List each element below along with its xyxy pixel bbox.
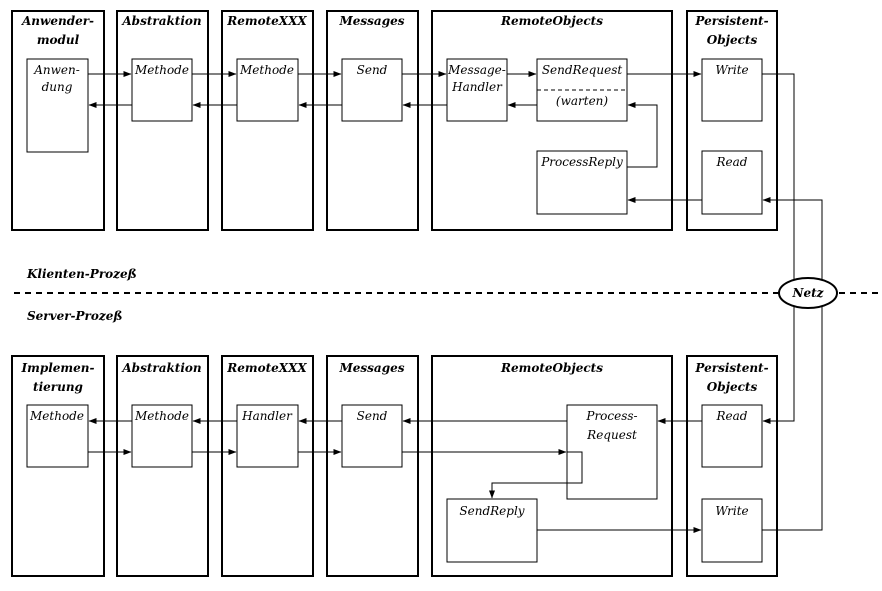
client-title-messages: Messages (339, 14, 405, 28)
server-box-send (341, 404, 403, 468)
server-box-write (701, 498, 763, 563)
server-column-messages (326, 355, 419, 577)
net-line-server-write-to-client-read (762, 197, 823, 531)
client-title-anwendermodul: Anwender-modul (21, 14, 94, 47)
client-label-send: Send (357, 63, 388, 77)
client-box-methode-remotexxx (236, 58, 299, 122)
client-label-process-reply: ProcessReply (540, 155, 623, 169)
server-label-methode-abstraktion: Methode (134, 409, 189, 423)
process-separator: Klienten-Prozeß Server-Prozeß (14, 267, 878, 323)
server-title-persistent: Persistent-Objects (694, 361, 768, 394)
client-column-remotexxx (221, 10, 314, 231)
client-column-persistent (686, 10, 778, 231)
server-column-persistent (686, 355, 778, 577)
server-label-handler: Handler (241, 409, 293, 423)
client-box-anwendung (26, 58, 89, 153)
server-label-process-request: Process-Request (585, 409, 637, 442)
server-column-remoteobjects (431, 355, 673, 577)
server-label-write: Write (715, 504, 748, 518)
client-section: Anwender-modul Abstraktion RemoteXXX Mes… (11, 10, 778, 231)
server-arrow-processrequest-to-sendreply (489, 451, 583, 499)
client-box-write (701, 58, 763, 122)
server-label-send-reply: SendReply (459, 504, 524, 518)
server-title-messages: Messages (339, 361, 405, 375)
server-column-abstraktion (116, 355, 209, 577)
server-column-implementierung (11, 355, 105, 577)
client-column-abstraktion (116, 10, 209, 231)
client-box-send (341, 58, 403, 122)
network-connections: Netz (762, 73, 838, 531)
client-label-methode-remotexxx: Methode (239, 63, 294, 77)
server-box-send-reply (446, 498, 538, 563)
client-box-message-handler (446, 58, 508, 122)
client-title-remoteobjects: RemoteObjects (500, 14, 603, 28)
client-label-read: Read (716, 155, 748, 169)
server-box-read (701, 404, 763, 468)
server-box-handler (236, 404, 299, 468)
server-box-methode-abstraktion (131, 404, 193, 468)
net-line-client-write-to-server-read (762, 73, 795, 424)
client-label-send-request: SendRequest (542, 63, 623, 77)
client-title-remotexxx: RemoteXXX (226, 14, 307, 28)
server-label-send: Send (357, 409, 388, 423)
server-label-methode-implementierung: Methode (29, 409, 84, 423)
client-title-abstraktion: Abstraktion (121, 14, 201, 28)
server-process-label: Server-Prozeß (27, 309, 122, 323)
client-column-remoteobjects (431, 10, 673, 231)
network-label: Netz (792, 286, 825, 300)
client-arrow-processreply-to-warten (627, 102, 658, 168)
server-title-remotexxx: RemoteXXX (226, 361, 307, 375)
server-title-implementierung: Implemen-tierung (21, 361, 95, 394)
server-title-abstraktion: Abstraktion (121, 361, 201, 375)
client-title-persistent: Persistent-Objects (694, 14, 768, 47)
client-label-write: Write (715, 63, 748, 77)
client-box-read (701, 150, 763, 215)
server-label-read: Read (716, 409, 748, 423)
client-label-methode-abstraktion: Methode (134, 63, 189, 77)
server-title-remoteobjects: RemoteObjects (500, 361, 603, 375)
client-process-label: Klienten-Prozeß (26, 267, 137, 281)
client-column-messages (326, 10, 419, 231)
client-label-warten: (warten) (556, 94, 608, 108)
client-label-message-handler: Message-Handler (447, 63, 506, 94)
server-section: Implemen-tierung Abstraktion RemoteXXX M… (11, 355, 778, 577)
server-column-remotexxx (221, 355, 314, 577)
client-box-process-reply (536, 150, 628, 215)
server-box-methode-implementierung (26, 404, 89, 468)
client-column-anwendermodul (11, 10, 105, 231)
client-label-anwendung: Anwen-dung (33, 63, 80, 94)
network-node (778, 277, 838, 309)
client-box-methode-abstraktion (131, 58, 193, 122)
